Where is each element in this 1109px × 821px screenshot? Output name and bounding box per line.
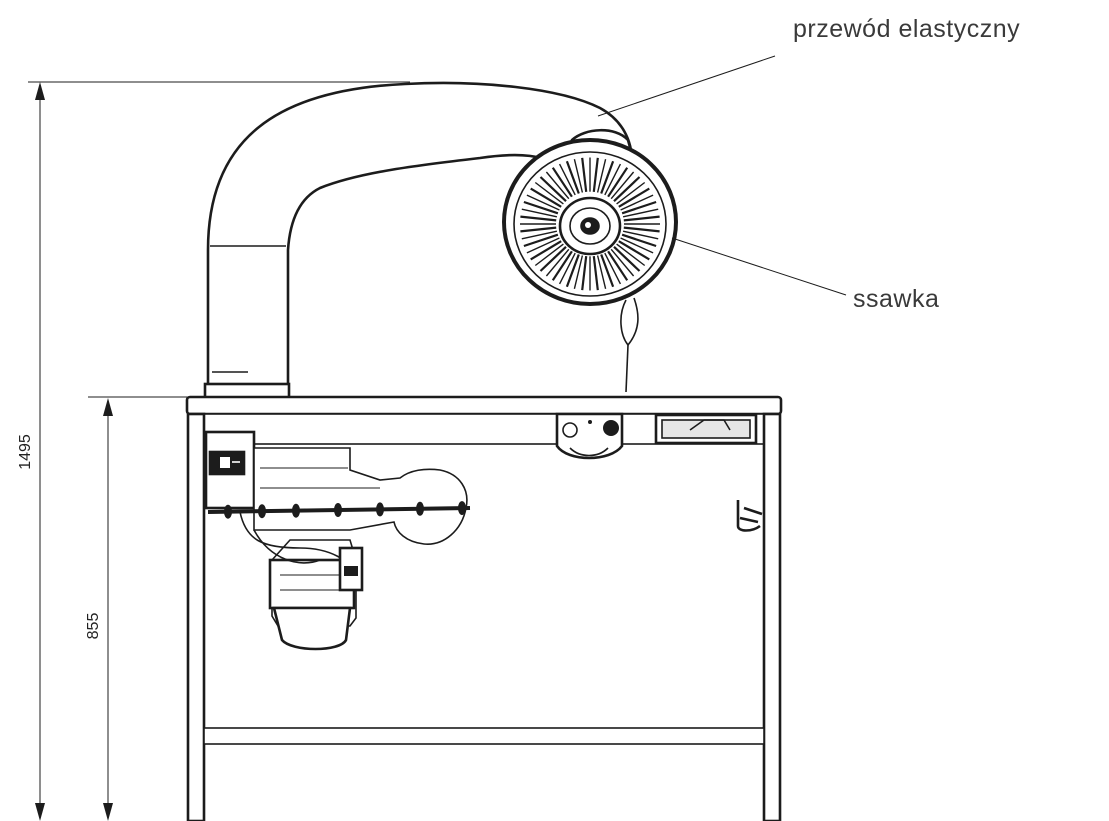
- dimension-table-label: 855: [85, 613, 102, 640]
- nozzle-label: ssawka: [853, 285, 939, 313]
- nozzle-grille-spoke: [607, 167, 629, 198]
- callout-nozzle: ssawka: [671, 237, 939, 313]
- manifold-fitting: [334, 503, 342, 517]
- nozzle-grille-spoke: [623, 226, 660, 233]
- dimension-table-height: 855: [85, 396, 200, 821]
- nozzle-grille-spoke: [581, 157, 588, 193]
- leg-left: [186, 412, 206, 821]
- nozzle-grille-spoke: [520, 226, 557, 233]
- nozzle-grille-spoke: [521, 230, 558, 240]
- hose-label: przewód elastyczny: [793, 15, 1020, 43]
- nozzle-grille-spoke: [604, 163, 622, 196]
- nozzle-grille-spoke: [539, 176, 567, 202]
- nozzle-grille-spoke: [596, 255, 607, 289]
- nozzle-cable-loop: [620, 297, 639, 347]
- lower-stretcher: [203, 727, 765, 745]
- tabletop: [185, 395, 783, 416]
- nozzle-grille-spoke: [592, 157, 599, 193]
- nozzle-grille-spoke: [530, 240, 562, 261]
- nozzle-grille-spoke: [526, 194, 560, 211]
- nozzle-grille-spoke: [545, 248, 570, 277]
- nozzle-grille-spoke: [600, 160, 615, 194]
- arrowhead-table-top: [103, 398, 113, 416]
- nozzle-grille-spoke: [526, 237, 560, 254]
- nozzle-grille-spoke: [616, 243, 646, 267]
- nozzle-grille-spoke: [618, 240, 650, 261]
- nozzle-grille-spoke: [620, 194, 654, 211]
- nozzle-grille: [520, 157, 660, 291]
- leg-right: [762, 412, 782, 821]
- nozzle-grille-spoke: [521, 208, 558, 218]
- nozzle-grille-spoke: [565, 160, 580, 194]
- nozzle-grille-spoke: [620, 237, 654, 254]
- manifold-fitting: [224, 504, 232, 519]
- arrowhead-bottom: [35, 803, 45, 821]
- nozzle-grille-spoke: [618, 187, 650, 208]
- nozzle-grille-spoke: [621, 233, 657, 248]
- nozzle-grille-spoke: [596, 159, 607, 193]
- nozzle-grille-spoke: [604, 252, 622, 285]
- nozzle-grille-spoke: [565, 254, 580, 288]
- suction-nozzle: [502, 138, 678, 393]
- nozzle-grille-spoke: [592, 255, 599, 291]
- side-hook: [736, 500, 763, 532]
- nozzle-grille-spoke: [573, 255, 584, 289]
- nozzle-grille-spoke: [600, 254, 615, 288]
- nozzle-grille-spoke: [616, 181, 646, 205]
- nozzle-grille-spoke: [530, 187, 562, 208]
- nozzle-grille-spoke: [573, 159, 584, 193]
- nozzle-grille-spoke: [558, 252, 576, 285]
- fan-housing: [253, 447, 468, 545]
- nozzle-grille-spoke: [607, 250, 629, 281]
- nozzle-grille-spoke: [623, 215, 660, 222]
- leader-line-hose: [597, 55, 776, 117]
- manifold-fitting: [376, 502, 384, 517]
- nozzle-grille-spoke: [613, 246, 641, 272]
- nozzle-grille-spoke: [534, 181, 564, 205]
- arrowhead-table-bottom: [103, 803, 113, 821]
- manifold-fitting: [292, 503, 300, 518]
- callout-hose: przewód elastyczny: [597, 15, 1020, 117]
- nozzle-grille-spoke: [551, 167, 573, 198]
- control-knob-right: [603, 420, 619, 436]
- manifold-fitting: [416, 501, 424, 516]
- nozzle-grille-spoke: [523, 233, 559, 248]
- manifold-fitting: [458, 501, 466, 516]
- nozzle-grille-spoke: [523, 200, 559, 215]
- nozzle-grille-spoke: [558, 163, 576, 196]
- nozzle-grille-spoke: [622, 208, 659, 218]
- manifold-fitting: [258, 504, 266, 519]
- control-knob-left: [562, 422, 578, 438]
- nozzle-grille-spoke: [610, 248, 635, 277]
- nozzle-grille-spoke: [621, 200, 657, 215]
- nozzle-grille-spoke: [610, 171, 635, 200]
- blower-unit: [204, 430, 471, 651]
- manifold-fittings: [224, 501, 466, 519]
- nozzle-grille-spoke: [534, 243, 564, 267]
- dimension-total-height: 1495: [17, 81, 410, 821]
- nozzle-grille-spoke: [551, 250, 573, 281]
- nozzle-grille-spoke: [581, 255, 588, 291]
- nozzle-grille-spoke: [613, 176, 641, 202]
- nozzle-grille-spoke: [520, 215, 557, 222]
- arrowhead-top: [35, 82, 45, 100]
- nozzle-grille-spoke: [622, 230, 659, 240]
- motor-end-cap: [272, 606, 352, 651]
- workbench: [185, 395, 783, 821]
- nozzle-grille-spoke: [539, 246, 567, 272]
- dimension-total-label: 1495: [17, 434, 34, 470]
- nozzle-grille-spoke: [545, 171, 570, 200]
- leader-line-nozzle: [671, 237, 847, 296]
